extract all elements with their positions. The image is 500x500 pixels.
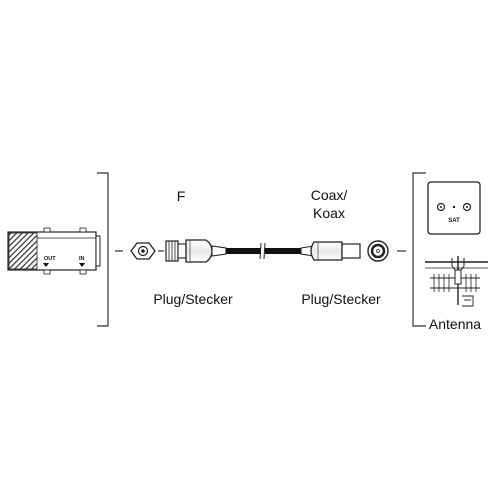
antenna-label: Antenna	[429, 316, 481, 332]
left-bracket	[97, 172, 109, 327]
coax-label-line2: Koax	[313, 205, 345, 221]
coax-cable	[226, 242, 301, 260]
coax-label-line1: Coax/	[311, 187, 348, 203]
right-plug-label: Plug/Stecker	[301, 291, 381, 307]
device-out-label: OUT	[44, 256, 56, 262]
antenna-icon	[425, 256, 488, 307]
in-arrow-icon	[79, 263, 85, 267]
f-connector-end-icon	[130, 242, 156, 260]
out-arrow-icon	[43, 263, 49, 267]
sat-wall-socket-icon: SAT	[427, 181, 481, 235]
right-bracket	[412, 172, 426, 327]
receiver-device-icon: OUT IN	[7, 227, 101, 275]
device-in-label: IN	[79, 256, 85, 262]
f-plug-icon	[165, 239, 227, 263]
left-plug-label: Plug/Stecker	[153, 291, 233, 307]
coax-plug-icon	[300, 241, 361, 261]
sat-socket-label: SAT	[448, 218, 460, 224]
coax-connector-end-icon	[367, 240, 389, 262]
f-connector-label: F	[177, 188, 186, 204]
